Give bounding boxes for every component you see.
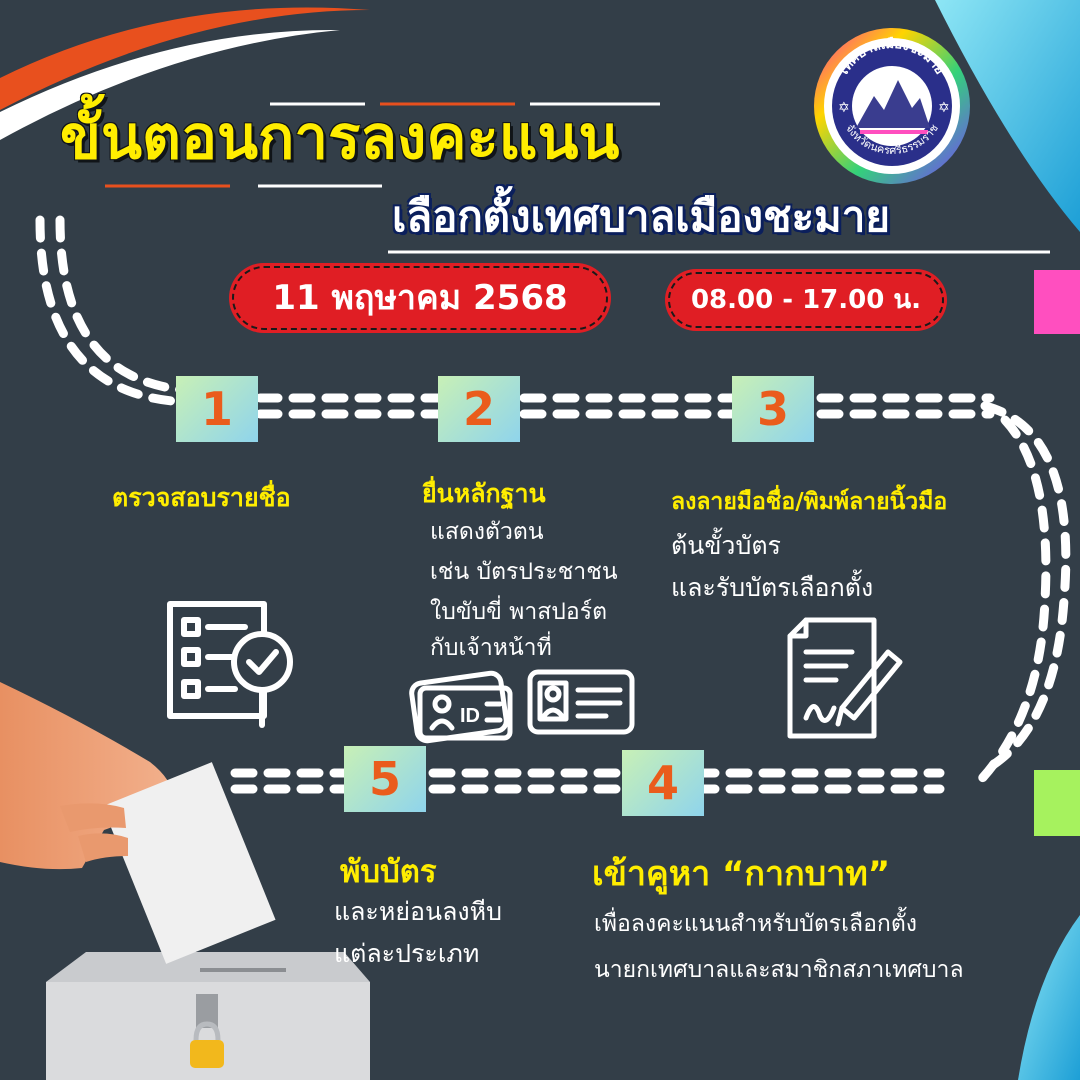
title-decoration-lines xyxy=(105,102,1050,254)
step-2-line: เช่น บัตรประชาชน xyxy=(430,559,618,585)
step-4-number: 4 xyxy=(622,750,704,816)
step-3-number: 3 xyxy=(732,376,814,442)
step-2-line: ใบขับขี่ พาสปอร์ต xyxy=(430,599,608,625)
hand-ballot-icon xyxy=(0,682,276,964)
step-1-title: ตรวจสอบรายชื่อ xyxy=(112,483,291,512)
step-3-line: และรับบัตรเลือกตั้ง xyxy=(671,573,874,602)
corner-decoration-top-left xyxy=(0,7,370,140)
logo-text: เทศบาลเมืองชะมาย จังหวัดนครศรีธรรมราช xyxy=(837,36,947,157)
municipality-logo: ✡ ✡ xyxy=(814,28,970,184)
step-4-title: เข้าคูหา “กากบาท” xyxy=(592,854,891,894)
corner-decoration-bottom-right xyxy=(1018,915,1080,1080)
padlock-icon xyxy=(190,1021,224,1068)
logo-top-text: เทศบาลเมืองชะมาย xyxy=(837,36,947,77)
election-date-badge: 11 พฤษาคม 2568 xyxy=(232,266,608,330)
id-card-icon: ID xyxy=(409,669,635,744)
document-sign-icon xyxy=(787,617,903,739)
step-2-number: 2 xyxy=(438,376,520,442)
checklist-magnifier-icon xyxy=(167,601,293,728)
step-5-number: 5 xyxy=(344,746,426,812)
ballot-box-icon xyxy=(46,952,370,1080)
svg-text:✡: ✡ xyxy=(938,100,950,116)
svg-text:เทศบาลเมืองชะมาย: เทศบาลเมืองชะมาย xyxy=(837,36,947,77)
step-3-line: ต้นขั้วบัตร xyxy=(671,531,781,560)
pink-accent-square xyxy=(1034,270,1080,334)
step-5-line: และหย่อนลงหีบ xyxy=(334,897,502,926)
svg-text:✡: ✡ xyxy=(838,100,850,116)
green-accent-square xyxy=(1034,770,1080,836)
step-5-title: พับบัตร xyxy=(340,854,437,890)
page-title: ขั้นตอนการลงคะแนน xyxy=(60,103,620,173)
step-4-line: เพื่อลงคะแนนสำหรับบัตรเลือกตั้ง xyxy=(594,911,917,937)
step-3-title: ลงลายมือชื่อ/พิมพ์ลายนิ้วมือ xyxy=(671,489,948,515)
step-5-line: แต่ละประเภท xyxy=(334,939,480,968)
logo-bottom-text: จังหวัดนครศรีธรรมราช xyxy=(843,122,941,157)
page-subtitle: เลือกตั้งเทศบาลเมืองชะมาย xyxy=(392,192,890,241)
svg-text:จังหวัดนครศรีธรรมราช: จังหวัดนครศรีธรรมราช xyxy=(843,122,941,157)
step-4-line: นายกเทศบาลและสมาชิกสภาเทศบาล xyxy=(594,957,964,983)
step-2-title: ยื่นหลักฐาน xyxy=(422,479,546,508)
corner-decoration-top-right xyxy=(935,0,1080,232)
voting-time-badge: 08.00 - 17.00 น. xyxy=(668,272,944,328)
step-2-line: แสดงตัวตน xyxy=(430,519,544,545)
svg-text:ID: ID xyxy=(460,705,480,727)
step-1-number: 1 xyxy=(176,376,258,442)
step-2-line: กับเจ้าหน้าที่ xyxy=(430,635,552,661)
